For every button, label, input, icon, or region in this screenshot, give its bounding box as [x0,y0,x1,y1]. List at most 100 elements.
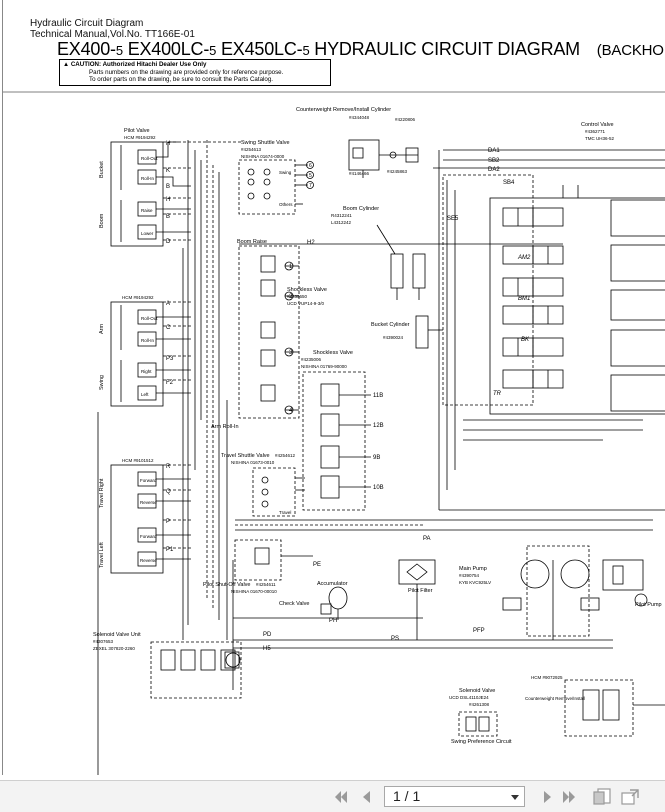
solenoid-valve-label: Solenoid Valve [459,688,495,694]
fit-page-button[interactable] [592,787,612,807]
last-page-button[interactable] [560,787,580,807]
pilot-shutoff-label: Pilot Shut-Off Valve [203,582,251,588]
svg-text:PA: PA [423,536,431,542]
page-number-select[interactable]: 1 / 1 [384,786,525,807]
svg-text:#4362771: #4362771 [585,129,606,134]
svg-text:Travel: Travel [279,510,291,515]
pilot-pump-label: Pilot Pump [635,602,662,608]
svg-text:NISHINA 01674-0000: NISHINA 01674-0000 [241,154,285,159]
spool-bm1: BM1 [518,296,530,302]
svg-text:#4261308: #4261308 [469,702,490,707]
svg-text:H5: H5 [263,646,271,652]
svg-text:SB2: SB2 [488,158,500,164]
title-main: HYDRAULIC CIRCUIT DIAGRAM [314,39,580,59]
main-pump-label: Main Pump [459,566,487,572]
svg-text:KYB KVC925LV: KYB KVC925LV [459,580,491,585]
svg-text:D: D [166,239,171,245]
svg-text:PE: PE [313,562,321,568]
svg-text:Roll-In: Roll-In [141,338,155,343]
spool-bk: BK [521,337,530,343]
svg-text:Roll-Out: Roll-Out [141,156,158,161]
travel-right-label: Travel Right [99,478,105,508]
svg-text:4: 4 [289,408,293,414]
svg-text:Reverse: Reverse [140,500,157,505]
doc-header-manual: Technical Manual,Vol.No. TT166E-01 [30,29,195,40]
viewer-toolbar: 1 / 1 [0,780,665,812]
svg-text:2: 2 [289,294,293,300]
travel-left-label: Travel Left [99,542,105,568]
svg-text:F2: F2 [166,380,174,386]
pilot-filter-label: Pilot Filter [408,588,433,594]
svg-text:H2: H2 [307,240,315,246]
swing-preference-label: Swing Preference Circuit [451,739,512,745]
svg-text:PS: PS [391,636,399,642]
dropdown-caret-icon [511,795,519,800]
svg-text:HCM #9101512: HCM #9101512 [122,458,154,463]
svg-text:HCM #9194292: HCM #9194292 [122,295,154,300]
svg-text:R: R [166,464,171,470]
svg-text:B: B [166,184,170,190]
shockless-valve-1-label: Shockless Valve [287,287,327,293]
svg-text:Roll-In: Roll-In [141,176,155,181]
svg-text:H: H [166,141,170,147]
svg-text:P1: P1 [166,547,174,553]
counterweight-cylinder-label: Counterweight Remove/Install Cylinder [296,107,391,113]
svg-text:ZEXEL 307820-2260: ZEXEL 307820-2260 [93,646,135,651]
spool-tr: TR [493,391,502,397]
skip-back-icon [335,791,347,803]
next-page-button[interactable] [538,787,558,807]
svg-text:B: B [166,214,170,220]
svg-text:HCM #9194292: HCM #9194292 [124,135,156,140]
svg-text:H: H [166,197,170,203]
svg-text:HCM #9072925: HCM #9072925 [531,675,563,680]
boom-label: Boom [99,213,105,228]
cw-remove-label: Counterweight Remove/Install [525,696,585,701]
svg-text:Others: Others [279,202,293,207]
svg-text:#4390754: #4390754 [459,573,480,578]
first-page-button[interactable] [330,787,350,807]
title-mode: (BACKHO [596,42,664,59]
svg-text:#4344048: #4344048 [349,115,370,120]
previous-page-button[interactable] [356,787,376,807]
chevron-right-icon [544,791,551,803]
svg-text:#4146466: #4146466 [349,171,370,176]
svg-text:10B: 10B [373,485,384,491]
svg-text:7: 7 [309,183,312,189]
svg-text:DA2: DA2 [488,167,500,173]
svg-text:UCD DSL4110JE24: UCD DSL4110JE24 [449,695,489,700]
svg-text:NISHINA 01673-0010: NISHINA 01673-0010 [231,460,275,465]
svg-text:3: 3 [289,350,293,356]
svg-text:9B: 9B [373,455,380,461]
svg-text:PFP: PFP [473,628,485,634]
svg-text:#4254611: #4254611 [256,582,276,587]
arm-label: Arm [99,324,105,335]
svg-text:R4312241: R4312241 [331,213,352,218]
exit-fullscreen-icon [621,789,639,805]
svg-text:P3: P3 [166,356,174,362]
shockless-valve-2-label: Shockless Valve [313,350,353,356]
swing-label: Swing [99,375,105,390]
svg-text:Forward: Forward [140,478,157,483]
chevron-left-icon [363,791,370,803]
exit-fullscreen-button[interactable] [620,787,640,807]
svg-text:5: 5 [309,173,312,179]
caution-notice: ▲ CAUTION: Authorized Hitachi Dealer Use… [59,59,331,86]
boom-raise-label: Boom Raise [237,239,267,245]
page-number-display: 1 / 1 [393,788,421,804]
document-page-area[interactable]: Hydraulic Circuit Diagram Technical Manu… [0,0,665,780]
svg-text:NISHINA 01769-90000: NISHINA 01769-90000 [301,364,347,369]
svg-text:6: 6 [309,163,312,169]
title-model-ex450lc: EX450LC-5 [220,39,310,59]
svg-text:A: A [166,301,170,307]
svg-text:P: P [166,519,170,525]
bucket-cylinder-label: Bucket Cylinder [371,322,410,328]
svg-text:Left: Left [141,392,149,397]
svg-text:SE5: SE5 [447,216,459,222]
boom-cylinder-label: Boom Cylinder [343,206,379,212]
svg-text:#4235650: #4235650 [287,294,308,299]
spool-am2: AM2 [517,255,531,261]
svg-text:SB4: SB4 [503,180,515,186]
svg-text:Raise: Raise [141,208,153,213]
svg-text:K: K [166,168,170,174]
svg-text:#4220806: #4220806 [395,117,416,122]
